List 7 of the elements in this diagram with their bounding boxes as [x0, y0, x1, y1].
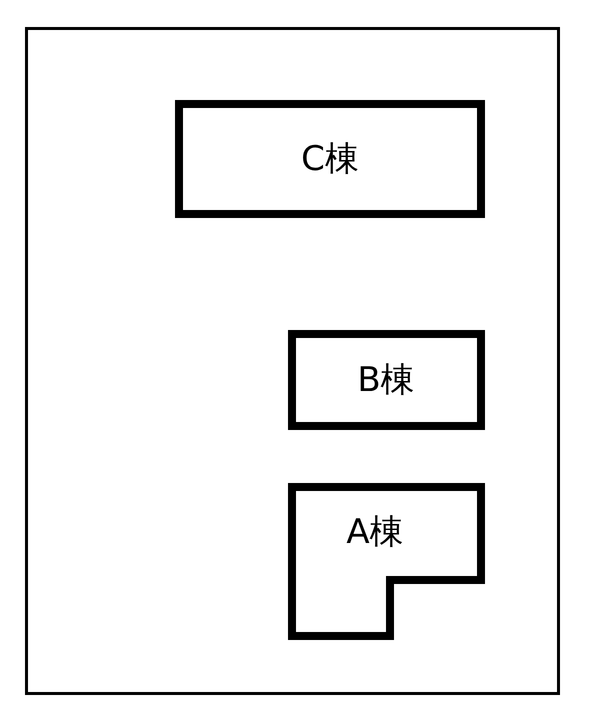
site-boundary	[25, 27, 560, 695]
building-outline	[288, 330, 485, 430]
building-outline	[175, 100, 485, 218]
building-outline	[288, 483, 485, 640]
building-label: A棟	[346, 511, 404, 554]
building-label: B棟	[357, 359, 415, 402]
building-label: C棟	[301, 138, 359, 181]
